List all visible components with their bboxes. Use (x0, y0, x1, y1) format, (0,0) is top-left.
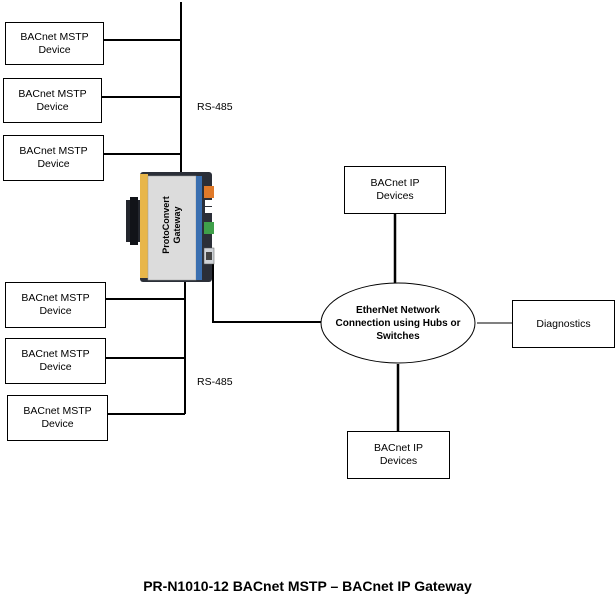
ip-devices-label: BACnet IP Devices (370, 177, 420, 202)
ethernet-network-ellipse (320, 282, 476, 364)
mstp-device-box: BACnet MSTP Device (7, 395, 108, 441)
mstp-device-label: BACnet MSTP Device (23, 405, 92, 430)
ip-devices-box-top: BACnet IP Devices (344, 166, 446, 214)
mstp-device-box: BACnet MSTP Device (5, 338, 106, 384)
diagnostics-label: Diagnostics (536, 317, 591, 330)
mstp-device-label: BACnet MSTP Device (21, 292, 90, 317)
ethernet-link (212, 262, 322, 323)
mstp-device-label: BACnet MSTP Device (21, 348, 90, 373)
diagnostics-box: Diagnostics (512, 300, 615, 348)
mstp-device-box: BACnet MSTP Device (5, 22, 104, 65)
gateway-device-graphic (126, 172, 215, 282)
mstp-device-label: BACnet MSTP Device (18, 87, 87, 113)
ip-devices-label: BACnet IP Devices (373, 442, 424, 467)
ip-devices-box-bottom: BACnet IP Devices (347, 431, 450, 479)
mstp-device-label: BACnet MSTP Device (19, 145, 88, 170)
rs485-label-top: RS-485 (197, 101, 233, 113)
diagram-caption: PR-N1010-12 BACnet MSTP – BACnet IP Gate… (143, 578, 472, 594)
ethernet-network-label: EtherNet Network Connection using Hubs o… (335, 304, 461, 342)
mstp-device-box: BACnet MSTP Device (3, 135, 104, 181)
rs485-label-bottom: RS-485 (197, 376, 233, 388)
mstp-device-box: BACnet MSTP Device (5, 282, 106, 328)
mstp-device-label: BACnet MSTP Device (20, 30, 89, 56)
gateway-label: ProtoConvert Gateway (161, 196, 183, 254)
mstp-device-box: BACnet MSTP Device (3, 78, 102, 123)
